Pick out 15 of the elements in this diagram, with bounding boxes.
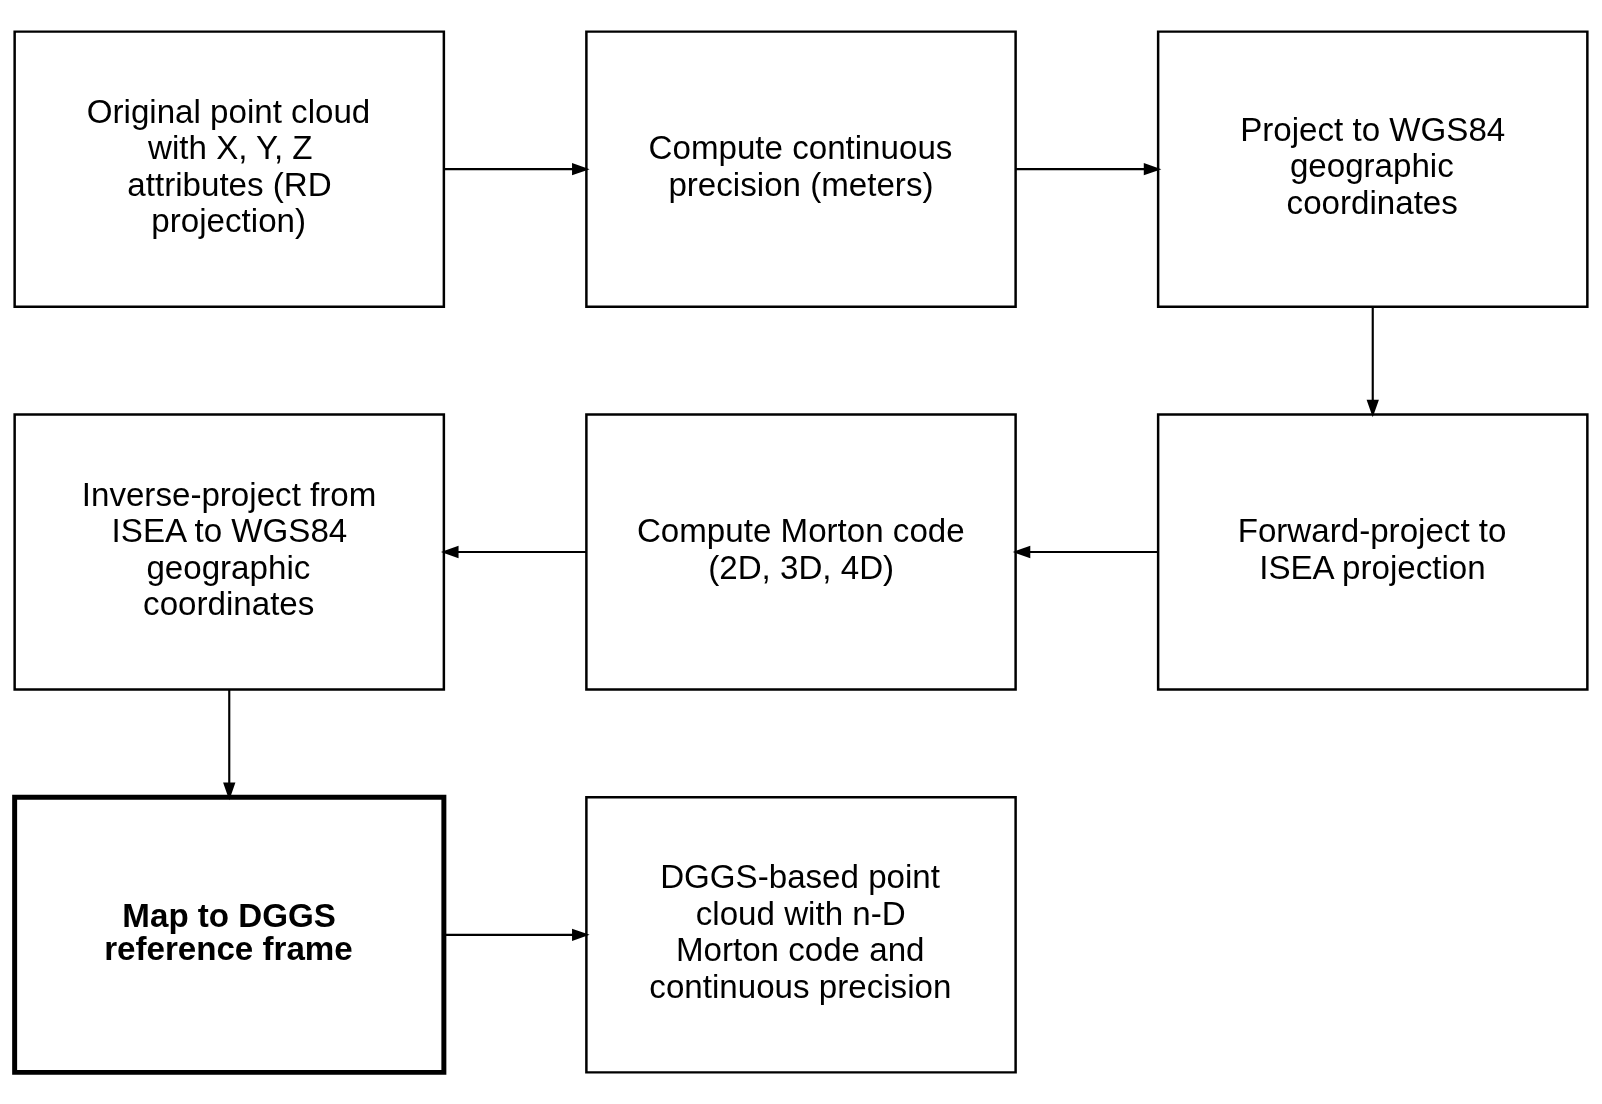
node-box: Map to DGGS reference frame [12,794,447,1075]
node-box: Project to WGS84 geographic coordinates [1156,30,1589,308]
arrow [1015,163,1162,176]
node-box: Compute Morton code (2D, 3D, 4D) [585,413,1017,691]
node-box: Compute continuous precision (meters) [585,30,1017,308]
arrow [444,163,590,176]
node-box: Original point cloud with X, Y, Z attributes (RD projection) [13,30,446,308]
arrow [444,928,590,941]
arrow [1012,545,1159,559]
node-box: Inverse-project from ISEA to WGS84 geographic coordinates [13,413,446,691]
arrow [223,689,236,801]
node-box: Forward-project to ISEA projection [1156,413,1589,691]
arrow [440,545,587,559]
node-box: DGGS-based point cloud with n-D Morton code and continuous precision [585,796,1017,1074]
arrow [1366,306,1379,418]
